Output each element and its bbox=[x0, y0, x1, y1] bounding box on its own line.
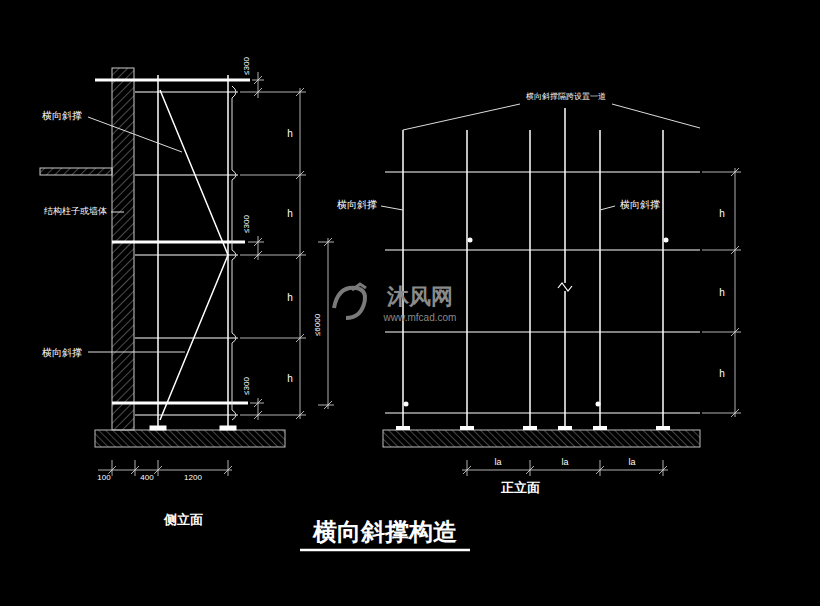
note: 横向斜撑隔跨设置一道 bbox=[525, 93, 607, 102]
tie-ledger bbox=[112, 241, 245, 244]
leader-line bbox=[403, 104, 520, 130]
view-title: 正立面 bbox=[500, 481, 541, 495]
part-label: 结构柱子或墙体 bbox=[43, 207, 108, 217]
base-plate bbox=[150, 426, 166, 430]
watermark: www.mfcad.com bbox=[383, 312, 458, 323]
watermark-logo bbox=[334, 284, 366, 318]
dimension: 400 bbox=[139, 474, 154, 483]
dimension: h bbox=[718, 287, 726, 298]
diagonal-brace bbox=[160, 90, 228, 420]
part-label: 横向斜撑 bbox=[619, 199, 661, 210]
part-label: 横向斜撑 bbox=[41, 347, 83, 358]
dimension: la bbox=[560, 458, 569, 468]
dimension-lines bbox=[462, 168, 741, 476]
ground bbox=[95, 430, 285, 447]
dimension: la bbox=[627, 458, 636, 468]
ground bbox=[383, 430, 700, 447]
dimension: 1200 bbox=[183, 474, 203, 483]
dimension: h bbox=[718, 368, 726, 379]
dimension: ≤6000 bbox=[314, 313, 323, 337]
dimension: ≤300 bbox=[243, 376, 252, 396]
view-title: 侧立面 bbox=[163, 513, 204, 527]
dimension: h bbox=[286, 208, 294, 219]
dimension: ≤300 bbox=[243, 214, 252, 234]
leader-line bbox=[612, 104, 700, 128]
front-elevation bbox=[381, 104, 741, 476]
safety-net bbox=[232, 86, 236, 420]
floor-slab bbox=[40, 168, 112, 175]
tie-ledger bbox=[95, 79, 250, 82]
dimension: h bbox=[286, 292, 294, 303]
leader-line bbox=[381, 206, 403, 210]
dimension-lines bbox=[98, 72, 334, 476]
ledgers bbox=[385, 172, 700, 413]
part-label: 横向斜撑 bbox=[336, 199, 378, 210]
dimension: h bbox=[286, 373, 294, 384]
base-plates bbox=[396, 238, 670, 431]
dimension: la bbox=[493, 458, 502, 468]
leader-line bbox=[88, 352, 185, 353]
watermark: 沐风网 bbox=[386, 285, 454, 309]
dimension: h bbox=[718, 208, 726, 219]
tie-ledger bbox=[112, 402, 248, 405]
base-plate bbox=[220, 426, 236, 430]
leader-line bbox=[600, 206, 615, 210]
dimension: 100 bbox=[96, 474, 111, 483]
wall bbox=[112, 68, 134, 430]
leader-line bbox=[88, 117, 182, 152]
title-underline bbox=[300, 549, 470, 552]
leader-line bbox=[111, 212, 124, 213]
inner-pole bbox=[157, 75, 159, 430]
part-label: 横向斜撑 bbox=[41, 110, 83, 121]
drawing-title: 横向斜撑构造 bbox=[312, 519, 458, 545]
dimension: ≤300 bbox=[243, 56, 252, 76]
break-symbol bbox=[558, 283, 572, 291]
dimension: h bbox=[286, 128, 294, 139]
side-elevation bbox=[40, 68, 334, 476]
poles bbox=[403, 108, 663, 430]
